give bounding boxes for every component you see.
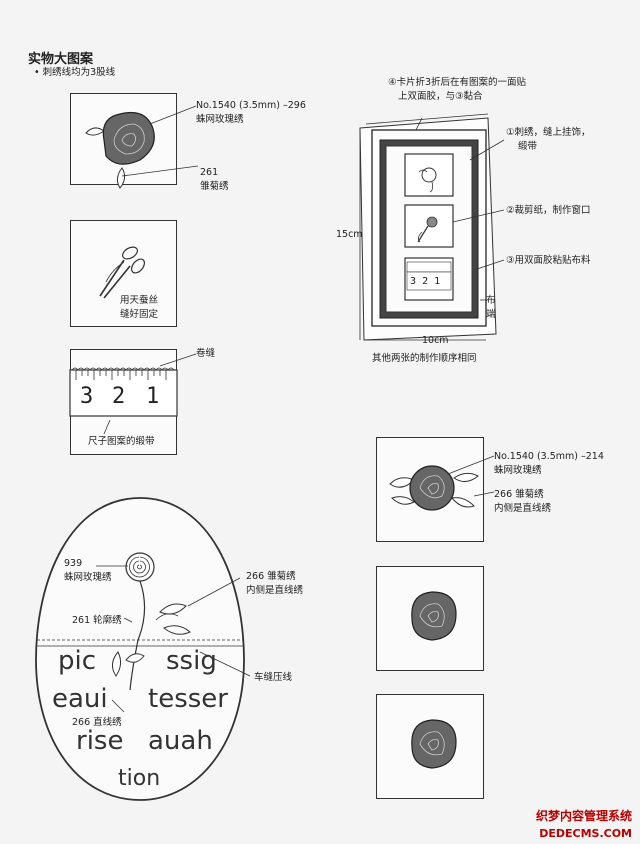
egg-word-rise: rise	[76, 726, 124, 756]
rose-right-266-sub: 内侧是直线绣	[494, 503, 552, 514]
card-width-dim: 10cm	[422, 335, 449, 346]
pattern-box-rose-right-1	[376, 437, 484, 542]
egg-word-ssig: ssig	[166, 646, 217, 676]
step1-label-1: ①刺绣，缝上挂饰，	[506, 127, 591, 138]
page-title: 实物大图案	[28, 52, 94, 67]
step2-label: ②裁剪纸，制作窗口	[506, 205, 591, 216]
egg-266-label: 266 雏菊绣	[246, 571, 296, 582]
ruler-digit-2: 2	[112, 384, 126, 409]
watermark-cn: 织梦内容管理系统	[535, 809, 632, 823]
step4-label-2: 上双面胶，与③黏合	[398, 91, 483, 102]
rose-right-thread-label: No.1540 (3.5mm) –214	[494, 451, 604, 462]
step1-label-2: 缎带	[518, 141, 538, 152]
rose-right-266-label: 266 雏菊绣	[494, 489, 544, 500]
rose-thread-label: No.1540 (3.5mm) –296	[196, 100, 306, 111]
egg-word-tion: tion	[118, 766, 161, 791]
pattern-box-rose	[70, 93, 177, 185]
pattern-box-rose-right-3	[376, 694, 484, 799]
step4-label-1: ④卡片折3折后在有图案的一面贴	[388, 77, 527, 88]
egg-939-stitch: 蛛网玫瑰绣	[64, 572, 112, 583]
ruler-bottom-label: 尺子图案的缎带	[88, 436, 155, 447]
egg-939-label: 939	[64, 558, 83, 569]
rose-stitch-label: 蛛网玫瑰绣	[196, 114, 244, 125]
pattern-box-rose-right-2	[376, 566, 484, 671]
egg-word-tesser: tesser	[148, 684, 228, 714]
rose-right-stitch-label: 蛛网玫瑰绣	[494, 465, 542, 476]
card-caption: 其他两张的制作顺序相同	[372, 353, 477, 364]
egg-266-sub: 内侧是直线绣	[246, 585, 304, 596]
step3-label: ③用双面胶粘贴布料	[506, 255, 591, 266]
cloth-edge-char-1: 布	[486, 295, 496, 306]
card-ruler-digit-1: 1	[434, 276, 441, 287]
egg-word-auah: auah	[148, 726, 213, 756]
card-height-dim: 15cm	[336, 229, 363, 240]
card-ruler-digit-3: 3	[410, 276, 417, 287]
card-ruler-digit-2: 2	[422, 276, 429, 287]
ruler-top-label: 卷缝	[196, 348, 216, 359]
egg-word-eaui: eaui	[52, 684, 108, 714]
leaf-thread-label: 261	[200, 167, 219, 178]
egg-266-straight-label: 266 直线绣	[72, 717, 122, 728]
leaf-stitch-label: 雏菊绣	[200, 181, 229, 192]
egg-word-pic: pic	[58, 646, 97, 676]
egg-261-label: 261 轮廓绣	[72, 615, 122, 626]
page-subtitle: • 刺绣线均为3股线	[34, 67, 116, 78]
watermark-en: DEDECMS.COM	[539, 827, 632, 840]
ruler-digit-1: 1	[146, 384, 160, 409]
egg-machine-label: 车缝压线	[254, 672, 293, 683]
ruler-digit-3: 3	[80, 384, 94, 409]
cloth-edge-char-2: 端	[486, 309, 496, 320]
scissors-label-1: 用天蚕丝	[120, 295, 159, 306]
scissors-label-2: 缝好固定	[120, 309, 159, 320]
card-ruler-digits: 3 2 1	[410, 276, 440, 287]
